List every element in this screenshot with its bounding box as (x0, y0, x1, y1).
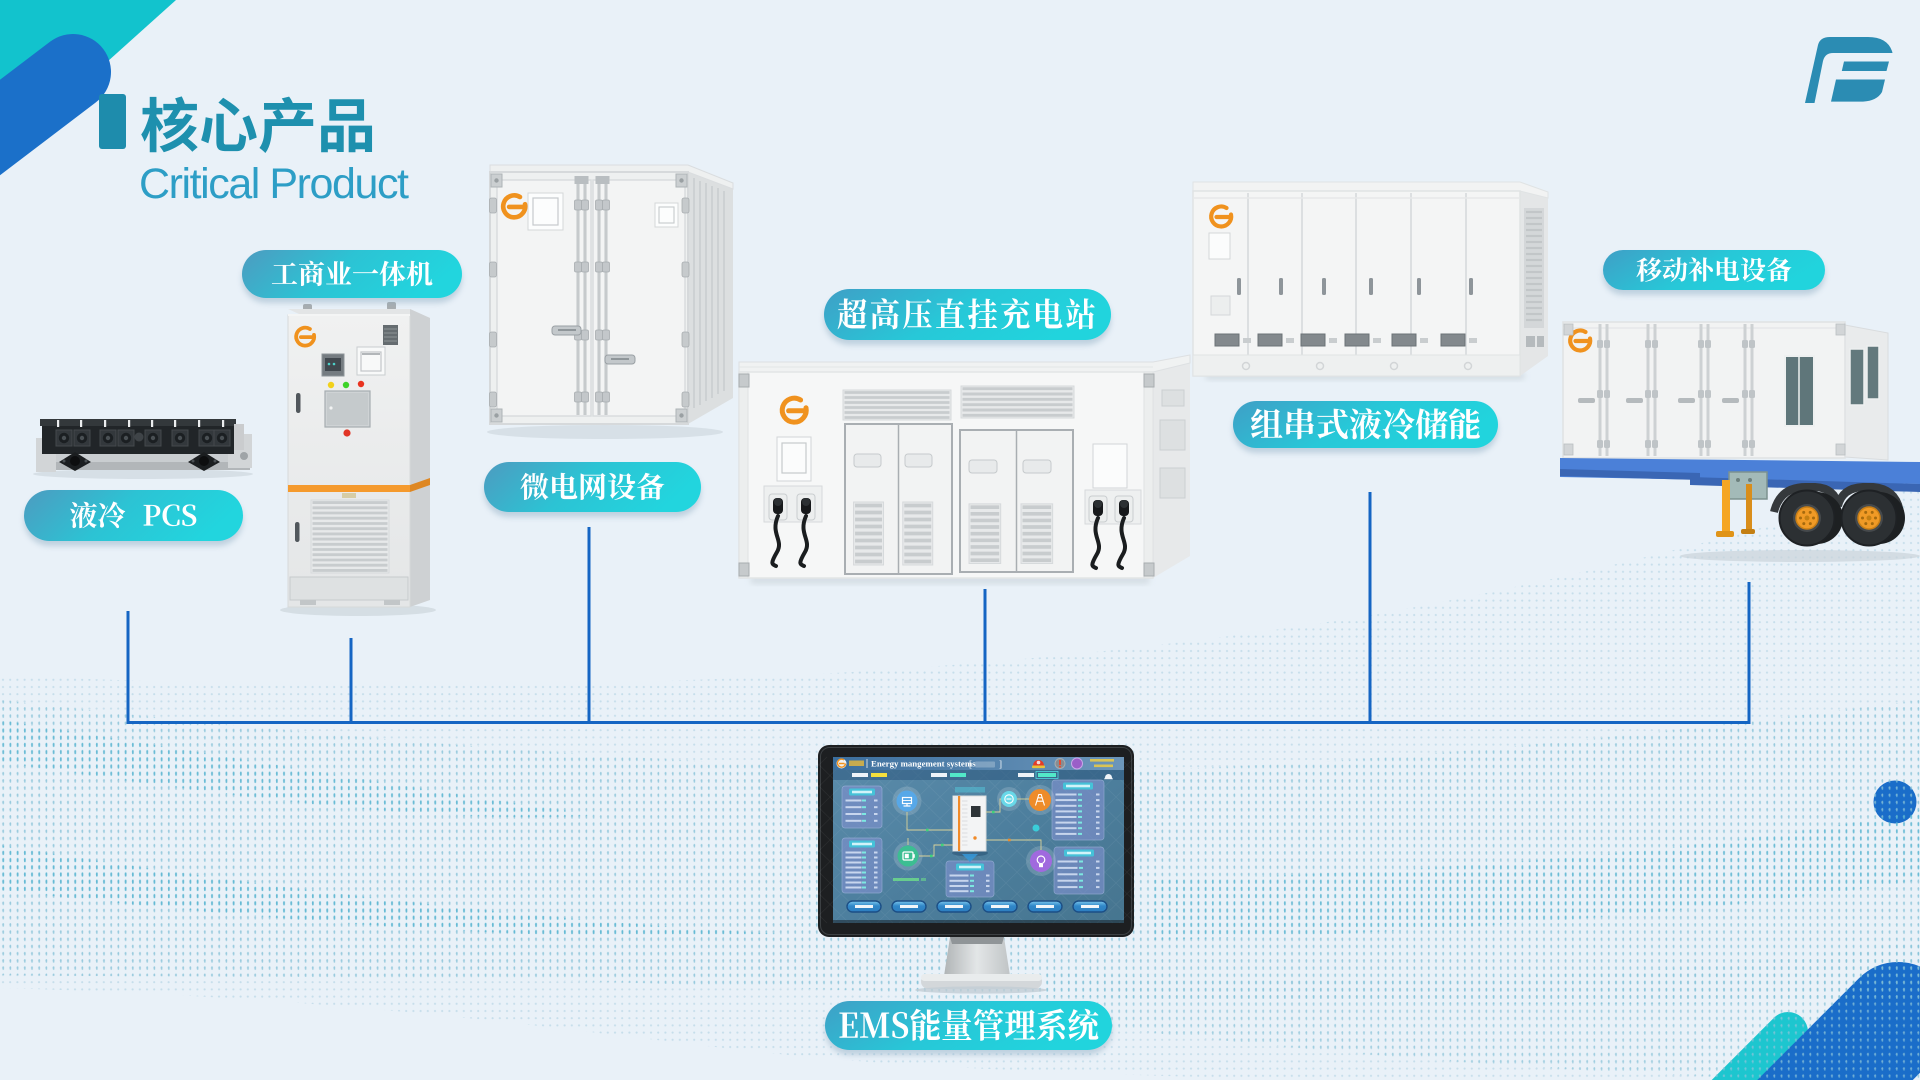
svg-text:Critical Product: Critical Product (139, 160, 409, 208)
svg-text:[: [ (969, 759, 972, 769)
svg-text:Energy mangement systems: Energy mangement systems (871, 759, 976, 769)
svg-text:]: ] (999, 759, 1002, 769)
